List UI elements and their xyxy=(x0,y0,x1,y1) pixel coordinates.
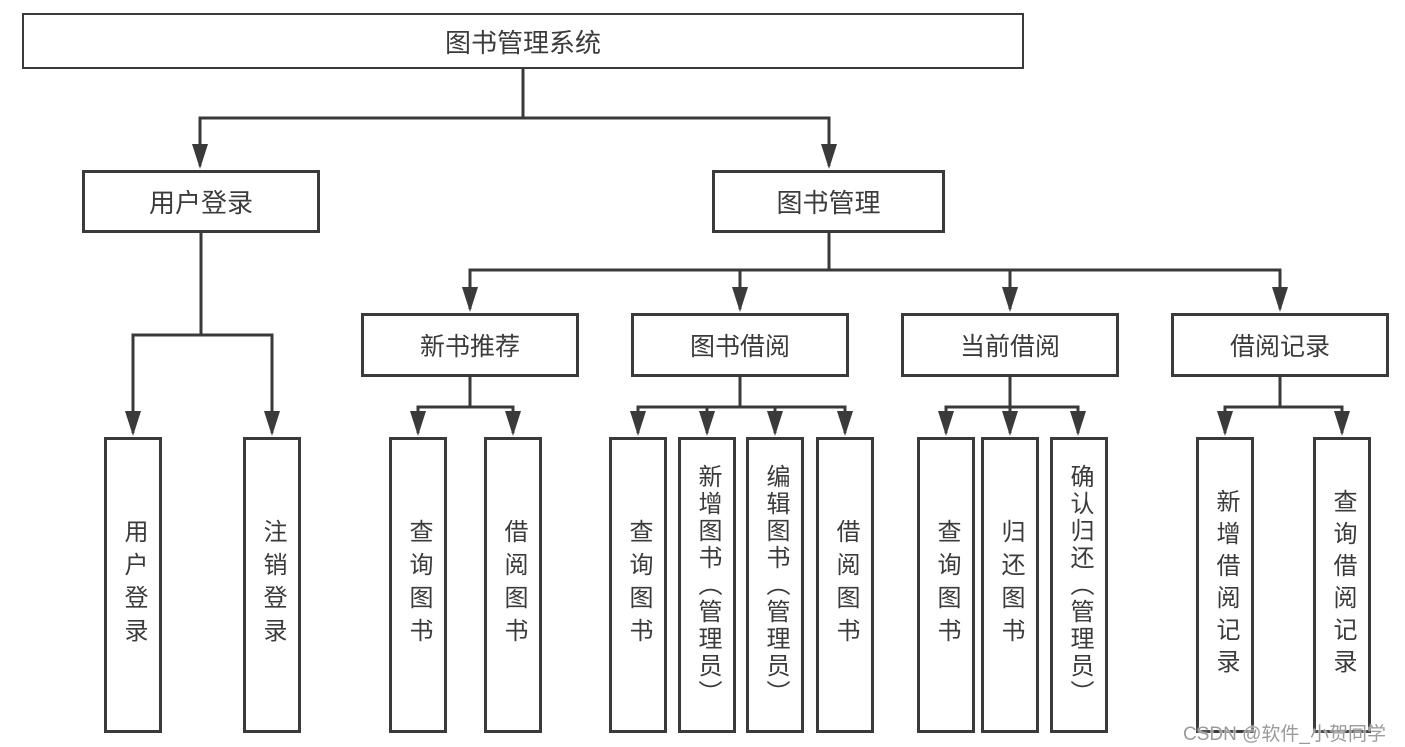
node-query-books-current: 查询图书 xyxy=(917,437,975,733)
node-user-login: 用户登录 xyxy=(82,170,320,233)
node-borrow-books-recommend: 借阅图书 xyxy=(484,437,542,733)
node-return-books: 归还图书 xyxy=(981,437,1039,733)
node-add-books-admin: 新增图书（管理员） xyxy=(678,437,736,733)
arrowhead-icons xyxy=(125,144,1350,436)
node-borrowing-records: 借阅记录 xyxy=(1171,313,1389,377)
node-user-login-action: 用户登录 xyxy=(104,437,162,733)
node-book-borrowing: 图书借阅 xyxy=(631,313,849,377)
node-book-management: 图书管理 xyxy=(712,170,945,233)
node-edit-books-admin: 编辑图书（管理员） xyxy=(746,437,804,733)
node-new-book-recommendation: 新书推荐 xyxy=(361,313,579,377)
csdn-watermark: CSDN @软件_小贺同学 xyxy=(1183,724,1386,745)
node-add-borrow-record: 新增借阅记录 xyxy=(1196,437,1254,733)
node-confirm-return-admin: 确认归还（管理员） xyxy=(1050,437,1108,733)
node-library-management-system: 图书管理系统 xyxy=(22,13,1024,69)
node-query-books-recommend: 查询图书 xyxy=(389,437,447,733)
node-current-borrowing: 当前借阅 xyxy=(901,313,1119,377)
node-borrow-books: 借阅图书 xyxy=(816,437,874,733)
node-query-books-borrow: 查询图书 xyxy=(609,437,667,733)
node-query-borrow-record: 查询借阅记录 xyxy=(1313,437,1371,733)
connector-paths xyxy=(131,69,1344,433)
node-logout-action: 注销登录 xyxy=(243,437,301,733)
